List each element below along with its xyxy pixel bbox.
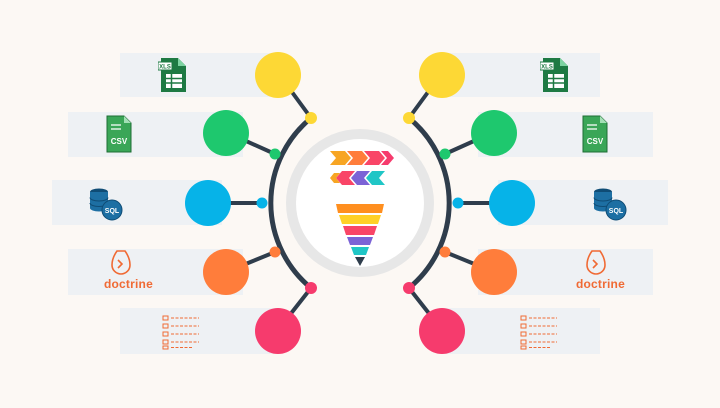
left-csv-file-icon: CSV: [106, 115, 132, 153]
right-junction-yellow: [403, 112, 415, 124]
left-arrows-icon: [330, 171, 385, 185]
left-junction-orange: [269, 246, 281, 258]
right-list-form-icon: [520, 315, 557, 350]
right-sql-database-icon: SQL: [593, 188, 627, 221]
left-csv-label: CSV: [111, 137, 128, 146]
left-sql-label: SQL: [105, 208, 120, 215]
left-junction-blue: [256, 197, 268, 209]
right-junction-pink: [403, 282, 415, 294]
left-node-orange: [203, 249, 249, 295]
left-list-form-icon: [162, 315, 199, 350]
right-node-pink: [419, 308, 465, 354]
left-panel-xls: [120, 53, 275, 97]
hub-inner-circle: [296, 139, 424, 267]
left-sql-database-icon: SQL: [89, 188, 123, 221]
left-node-blue: [185, 180, 231, 226]
right-node-yellow: [419, 52, 465, 98]
right-csv-file-icon: CSV: [582, 115, 608, 153]
right-xls-label: XLS: [541, 65, 553, 71]
right-xls-file-icon: XLS: [540, 58, 568, 92]
right-node-blue: [489, 180, 535, 226]
right-arc-connector: [406, 115, 452, 291]
left-node-yellow: [255, 52, 301, 98]
right-doctrine-text: doctrine: [576, 277, 625, 291]
right-junction-green: [439, 148, 451, 160]
left-doctrine-text: doctrine: [104, 277, 153, 291]
left-xls-label: XLS: [159, 65, 171, 71]
left-arc-connector: [268, 115, 314, 291]
right-sql-label: SQL: [609, 208, 624, 215]
right-junction-orange: [439, 246, 451, 258]
left-junction-pink: [305, 282, 317, 294]
left-xls-file-icon: XLS: [158, 58, 186, 92]
left-junction-yellow: [305, 112, 317, 124]
right-junction-blue: [452, 197, 464, 209]
right-panel-xls: [445, 53, 600, 97]
left-node-green: [203, 110, 249, 156]
right-arrows-icon: [330, 151, 394, 165]
left-panel-list: [120, 308, 275, 354]
right-doctrine-logo-icon: [586, 250, 606, 275]
funnel-icon: [336, 204, 384, 266]
right-node-orange: [471, 249, 517, 295]
left-node-pink: [255, 308, 301, 354]
right-csv-label: CSV: [587, 137, 604, 146]
left-junction-green: [269, 148, 281, 160]
left-doctrine-logo-icon: [111, 250, 131, 275]
right-node-green: [471, 110, 517, 156]
